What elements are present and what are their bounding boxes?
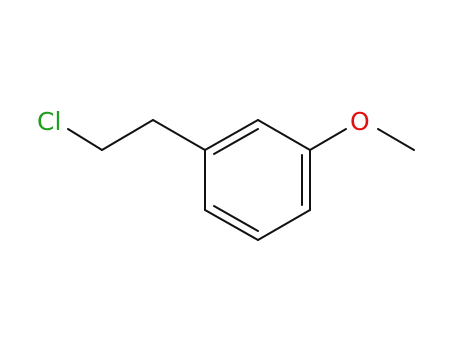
ring-bond-5 xyxy=(204,209,259,241)
ring-double-bond-3 xyxy=(213,205,259,232)
bond-ch2-ch2 xyxy=(101,119,154,151)
bond-o-ch3 xyxy=(377,128,415,151)
ring-bond-4 xyxy=(257,209,311,241)
bond-ring-o xyxy=(309,128,347,151)
chlorine-atom-label: Cl xyxy=(37,107,61,136)
oxygen-atom-label: O xyxy=(350,107,370,136)
ring-double-bond-1 xyxy=(213,128,259,155)
bond-ch2-ring xyxy=(152,119,206,151)
ring-bond-1 xyxy=(204,119,259,151)
bonds xyxy=(67,119,415,241)
bond-cl-ch2 xyxy=(67,128,103,151)
ring-bond-2 xyxy=(257,119,311,151)
